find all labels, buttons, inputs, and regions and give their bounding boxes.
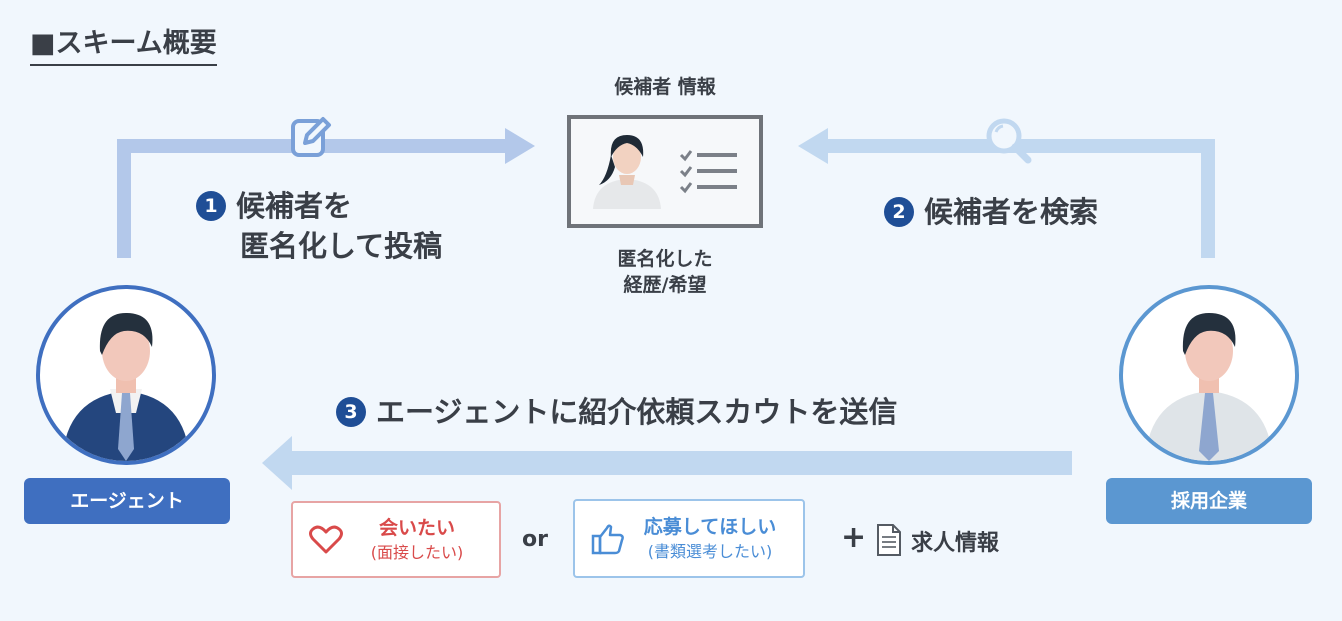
step3-arrow-head (262, 436, 292, 490)
step2-arrow-head (798, 128, 828, 164)
agent-avatar (36, 285, 216, 465)
option-meet: 会いたい (面接したい) (291, 501, 501, 578)
card-caption-line2: 経歴/希望 (623, 274, 707, 296)
step1-arrow-line (117, 139, 505, 258)
heart-icon (309, 525, 343, 553)
step1-arrow-head (505, 128, 535, 164)
option-apply-main: 応募してほしい (643, 515, 777, 538)
option-meet-main: 会いたい (378, 516, 455, 539)
step2-number: 2 (884, 197, 914, 227)
edit-icon (291, 117, 331, 157)
company-label: 採用企業 (1106, 478, 1312, 524)
step2-line1: 候補者を検索 (924, 195, 1099, 229)
step1-line1: 候補者を (236, 189, 353, 223)
card-bottom-caption: 匿名化した 経歴/希望 (567, 246, 763, 298)
plus-sign: + (841, 520, 867, 555)
card-top-caption: 候補者 情報 (614, 76, 716, 98)
or-text: or (522, 527, 548, 552)
company-avatar (1119, 285, 1299, 465)
agent-label: エージェント (24, 478, 230, 524)
page-title: ■スキーム概要 (30, 26, 217, 66)
option-apply-sub: (書類選考したい) (647, 541, 773, 561)
step1-number: 1 (196, 191, 226, 221)
document-icon (877, 524, 901, 556)
option-apply: 応募してほしい (書類選考したい) (573, 499, 805, 578)
step1-text: 1 候補者を 匿名化して投稿 (196, 186, 442, 266)
job-info-label: 求人情報 (911, 531, 1000, 556)
candidate-avatar-icon (593, 135, 661, 209)
checklist-icon (679, 150, 737, 194)
step3-text: 3 エージェントに紹介依頼スカウトを送信 (336, 392, 897, 432)
step2-arrow-line (828, 139, 1215, 258)
step3-line1: エージェントに紹介依頼スカウトを送信 (376, 395, 898, 429)
search-icon (986, 118, 1032, 164)
step3-number: 3 (336, 397, 366, 427)
company-person-icon (1145, 313, 1273, 461)
step3-arrow-line (292, 451, 1072, 475)
thumbs-up-icon (591, 523, 624, 554)
step2-text: 2 候補者を検索 (884, 192, 1098, 232)
agent-person-icon (62, 313, 190, 461)
card-caption-line1: 匿名化した (617, 248, 713, 270)
candidate-card (567, 115, 763, 228)
step1-line2: 匿名化して投稿 (240, 229, 443, 263)
option-meet-sub: (面接したい) (370, 542, 464, 562)
